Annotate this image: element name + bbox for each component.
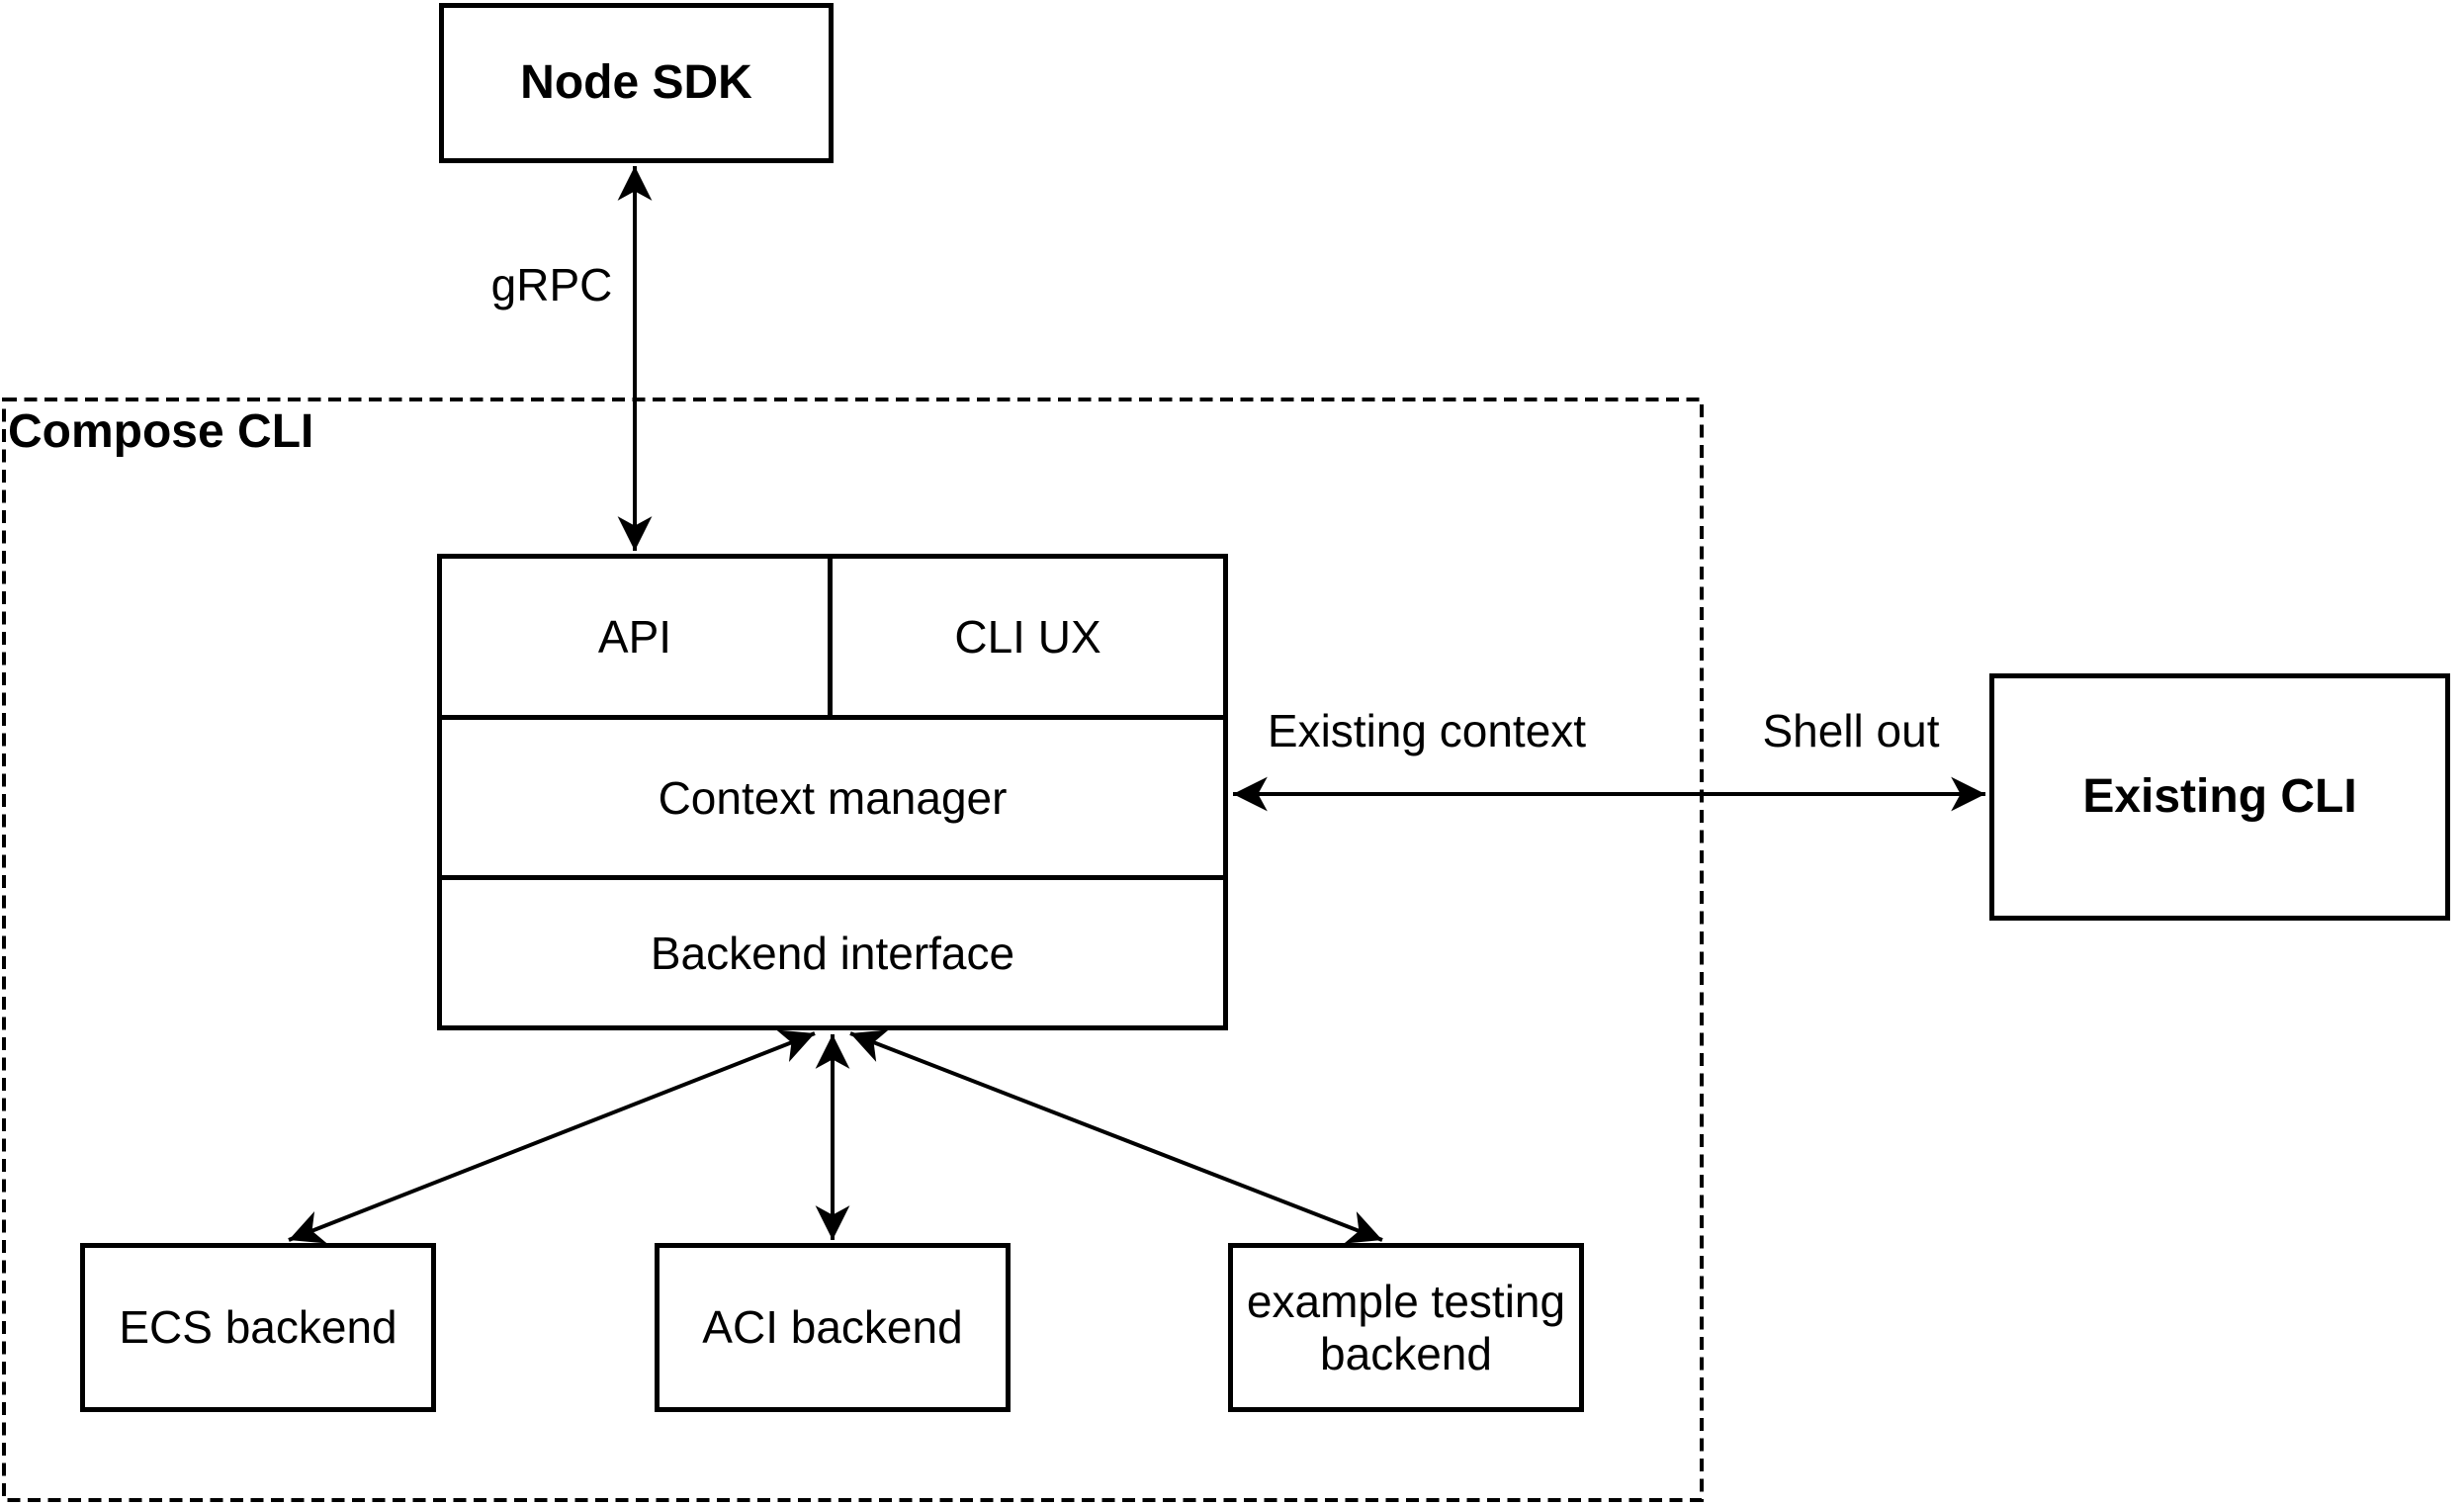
cli-ux-cell: CLI UX [833, 559, 1223, 715]
compose-cli-group-label: Compose CLI [8, 405, 314, 458]
api-cell: API [442, 559, 833, 715]
example-backend-arrow [849, 1029, 1383, 1244]
context-manager-cell: Context manager [442, 720, 1223, 880]
api-label: API [597, 611, 672, 663]
aci-backend-box: ACI backend [655, 1243, 1011, 1412]
node-sdk-box: Node SDK [439, 3, 834, 163]
cli-ux-label: CLI UX [954, 611, 1101, 663]
ecs-backend-box: ECS backend [80, 1243, 436, 1412]
aci-backend-label: ACI backend [702, 1301, 963, 1354]
ecs-backend-label: ECS backend [119, 1301, 397, 1354]
existing-cli-label: Existing CLI [2082, 770, 2357, 824]
example-testing-backend-label: example testing backend [1246, 1275, 1566, 1379]
existing-context-edge-label: Existing context [1267, 705, 1587, 756]
node-sdk-label: Node SDK [520, 56, 752, 110]
context-manager-label: Context manager [658, 771, 1008, 824]
ecs-backend-arrow [288, 1029, 816, 1244]
stack-top-row: API CLI UX [442, 559, 1223, 720]
example-testing-backend-box: example testing backend [1228, 1243, 1584, 1412]
backend-interface-cell: Backend interface [442, 880, 1223, 1025]
existing-cli-box: Existing CLI [1989, 673, 2450, 921]
backend-interface-label: Backend interface [650, 927, 1015, 979]
grpc-edge-label: gRPC [490, 259, 613, 310]
compose-cli-stack-box: API CLI UX Context manager Backend inter… [437, 554, 1228, 1030]
shell-out-edge-label: Shell out [1762, 705, 1940, 756]
